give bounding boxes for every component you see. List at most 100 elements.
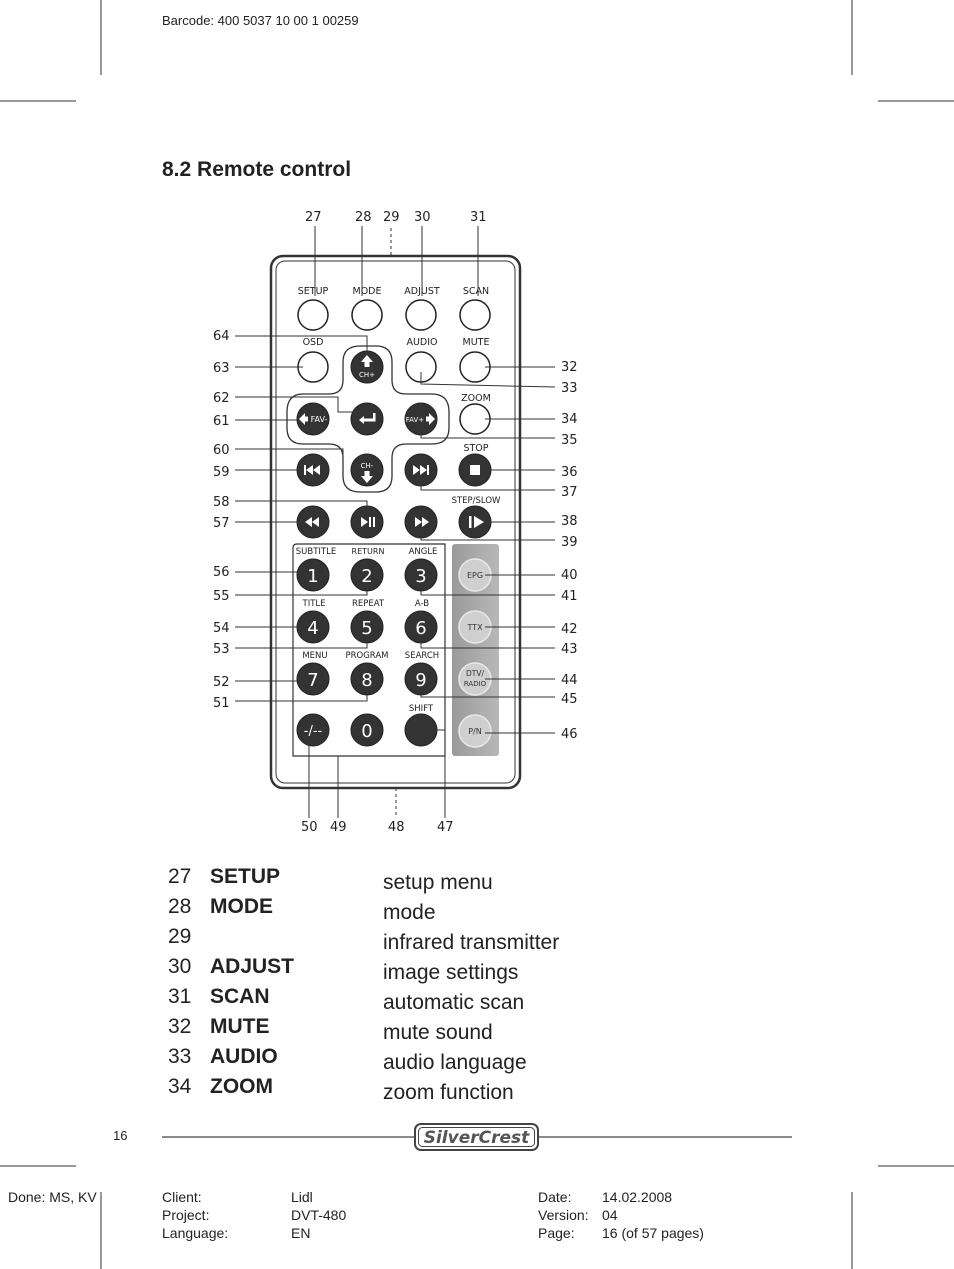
svg-text:2: 2	[361, 566, 372, 587]
svg-text:50: 50	[301, 820, 318, 835]
svg-text:RADIO: RADIO	[464, 680, 487, 688]
arrow-right-icon	[426, 413, 435, 425]
step-icon	[469, 516, 472, 528]
svg-text:1: 1	[307, 566, 318, 587]
svg-text:33: 33	[561, 381, 578, 396]
ch-minus-button[interactable]	[350, 453, 384, 487]
svg-text:MENU: MENU	[302, 651, 327, 661]
svg-text:3: 3	[415, 566, 426, 587]
svg-text:EPG: EPG	[467, 571, 483, 580]
svg-text:MUTE: MUTE	[463, 337, 490, 348]
svg-text:51: 51	[213, 696, 230, 711]
svg-text:54: 54	[213, 621, 230, 636]
arrow-down-icon	[361, 471, 373, 483]
svg-text:49: 49	[330, 820, 347, 835]
svg-text:ANGLE: ANGLE	[409, 547, 438, 557]
svg-text:55: 55	[213, 589, 230, 604]
previous-icon	[304, 465, 306, 475]
arrow-up-icon	[361, 355, 373, 367]
done-by: Done: MS, KV	[8, 1189, 97, 1205]
svg-text:60: 60	[213, 443, 230, 458]
footer-labels-right: Date: Version: Page:	[538, 1189, 589, 1241]
svg-text:44: 44	[561, 673, 578, 688]
svg-text:29: 29	[383, 210, 400, 225]
svg-text:32: 32	[561, 360, 578, 375]
svg-text:7: 7	[307, 670, 318, 691]
svg-text:AUDIO: AUDIO	[406, 337, 437, 348]
svg-text:56: 56	[213, 565, 230, 580]
svg-text:SilverCrest: SilverCrest	[424, 1128, 530, 1148]
scan-button[interactable]	[459, 299, 491, 331]
remote-diagram: SETUP MODE ADJUST SCAN OSD AUDIO MUTE ZO…	[213, 210, 578, 835]
dpad-outline	[286, 345, 450, 493]
digit-7-button[interactable]	[296, 662, 330, 696]
svg-text:SEARCH: SEARCH	[405, 651, 439, 661]
fav-minus-button[interactable]	[296, 402, 330, 436]
svg-text:42: 42	[561, 622, 578, 637]
arrow-left-icon	[299, 413, 308, 425]
grey-panel	[452, 544, 499, 756]
adjust-button[interactable]	[405, 299, 437, 331]
digit-1-button[interactable]	[296, 558, 330, 592]
svg-text:37: 37	[561, 485, 578, 500]
svg-text:P/N: P/N	[468, 727, 482, 736]
brand-rule: SilverCrest	[162, 1123, 792, 1151]
svg-text:43: 43	[561, 642, 578, 657]
svg-text:CH-: CH-	[361, 462, 374, 470]
brand-logo	[414, 1123, 539, 1151]
svg-text:FAV-: FAV-	[311, 415, 328, 424]
svg-text:FAV+: FAV+	[406, 416, 425, 424]
fast-forward-icon	[415, 517, 429, 527]
svg-text:40: 40	[561, 568, 578, 583]
svg-text:SCAN: SCAN	[463, 286, 489, 297]
footer-values-right: 14.02.2008 04 16 (of 57 pages)	[602, 1189, 704, 1241]
svg-text:-/--: -/--	[304, 724, 323, 739]
pn-button[interactable]	[458, 714, 492, 748]
svg-text:6: 6	[415, 618, 426, 639]
svg-text:30: 30	[414, 210, 431, 225]
svg-text:35: 35	[561, 433, 578, 448]
numpad-outline	[292, 543, 446, 757]
svg-text:64: 64	[213, 329, 230, 344]
svg-text:5: 5	[361, 618, 372, 639]
barcode-text: Barcode: 400 5037 10 00 1 00259	[162, 13, 359, 28]
svg-text:MODE: MODE	[353, 286, 382, 297]
page-number: 16	[113, 1128, 128, 1143]
svg-text:4: 4	[307, 618, 318, 639]
svg-text:STOP: STOP	[463, 443, 488, 454]
svg-text:28: 28	[355, 210, 372, 225]
svg-text:RETURN: RETURN	[352, 547, 385, 556]
svg-text:45: 45	[561, 692, 578, 707]
svg-text:0: 0	[361, 721, 372, 742]
svg-text:52: 52	[213, 675, 230, 690]
svg-text:TTX: TTX	[466, 623, 483, 632]
svg-text:53: 53	[213, 642, 230, 657]
svg-text:27: 27	[305, 210, 322, 225]
svg-text:63: 63	[213, 361, 230, 376]
section-title: 8.2 Remote control	[162, 158, 352, 181]
enter-icon	[359, 413, 376, 424]
digit-0-button[interactable]	[350, 713, 384, 747]
setup-button[interactable]	[297, 299, 329, 331]
dash-button[interactable]	[296, 713, 330, 747]
svg-text:TITLE: TITLE	[302, 599, 326, 609]
svg-text:31: 31	[470, 210, 487, 225]
svg-text:58: 58	[213, 495, 230, 510]
svg-text:9: 9	[415, 670, 426, 691]
mode-button[interactable]	[351, 299, 383, 331]
svg-text:61: 61	[213, 414, 230, 429]
stop-icon	[470, 465, 480, 475]
svg-text:59: 59	[213, 465, 230, 480]
play-pause-icon	[361, 517, 368, 527]
svg-text:48: 48	[388, 820, 405, 835]
svg-text:46: 46	[561, 727, 578, 742]
